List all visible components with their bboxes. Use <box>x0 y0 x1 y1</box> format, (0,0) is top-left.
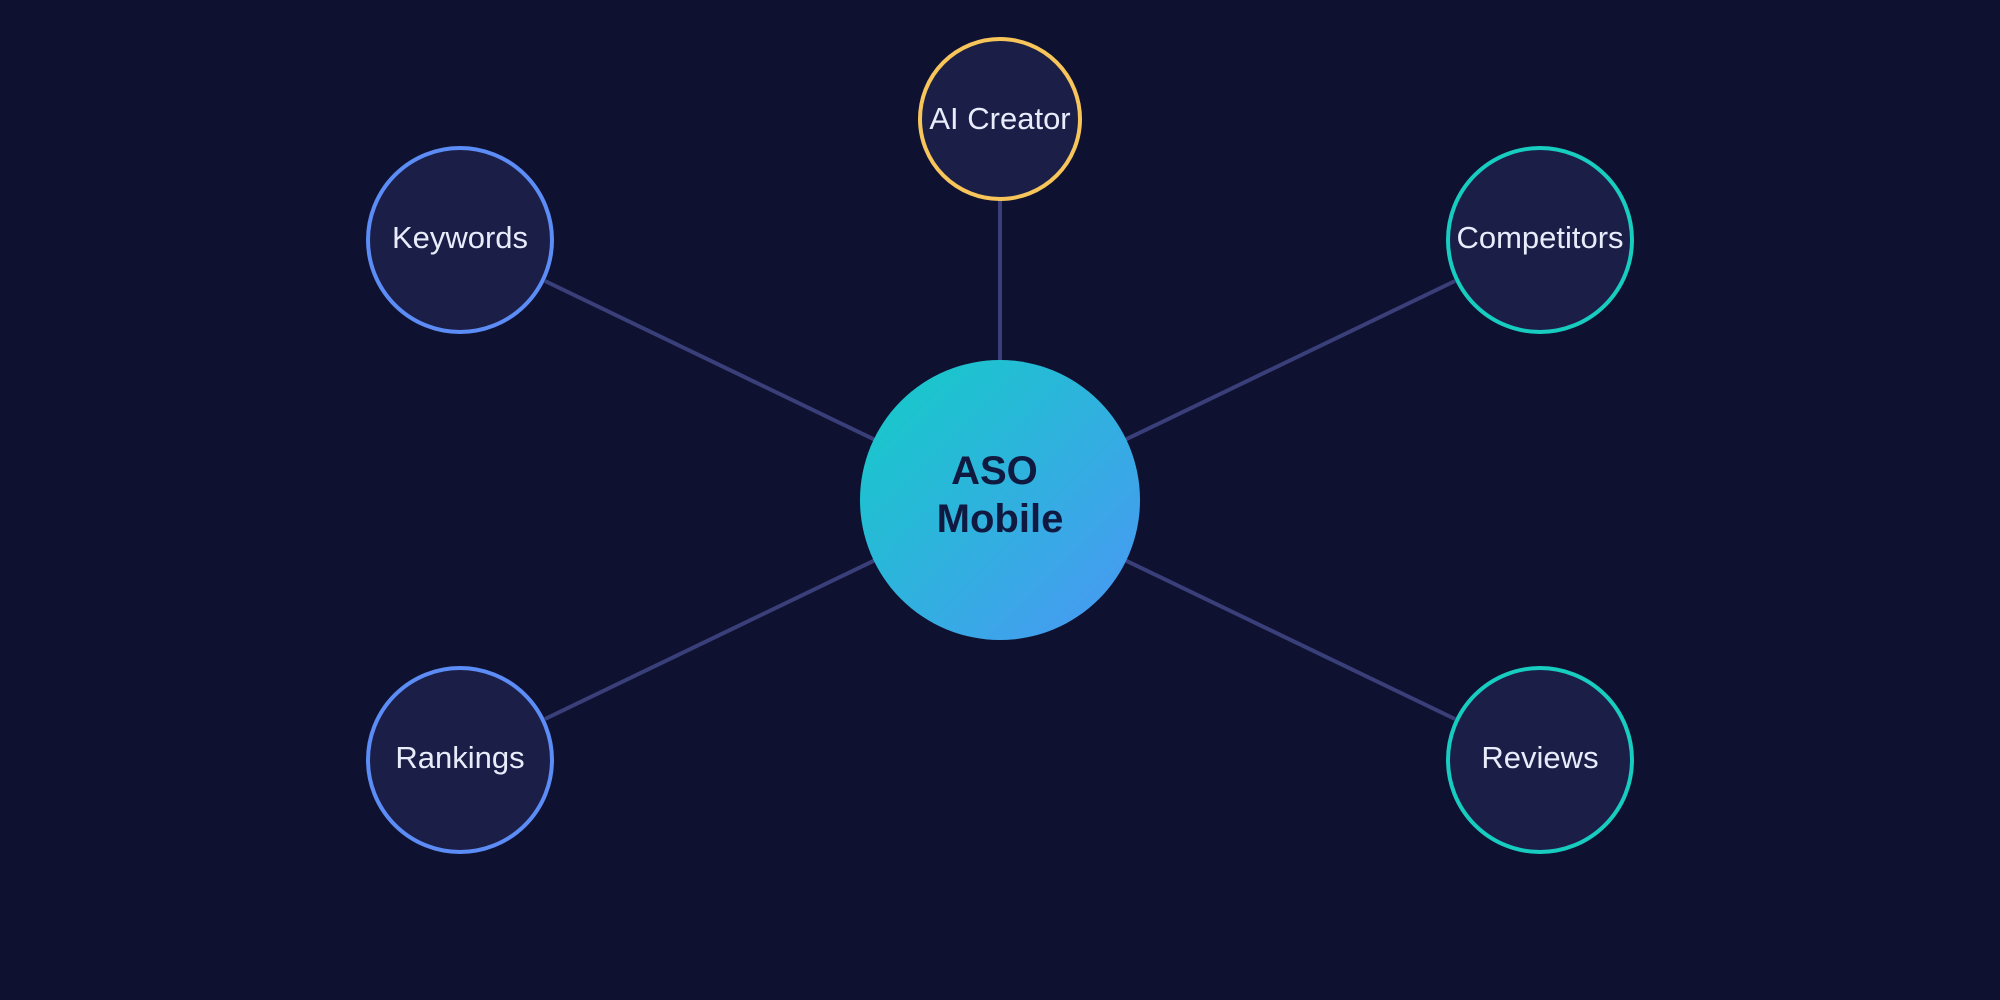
node-keywords-circle <box>366 146 554 334</box>
node-competitors-label: Competitors <box>1456 220 1623 255</box>
node-reviews-label: Reviews <box>1481 740 1598 775</box>
hub-label: ASO Mobile <box>937 449 1064 541</box>
node-rankings[interactable]: Rankings <box>366 666 554 854</box>
node-ai-creator[interactable]: AI Creator <box>918 37 1082 201</box>
node-rankings-circle <box>366 666 554 854</box>
node-reviews-circle <box>1446 666 1634 854</box>
node-competitors[interactable]: Competitors <box>1446 146 1634 334</box>
node-ai-creator-circle <box>918 37 1082 201</box>
hub-label-line-2: Mobile <box>937 497 1064 541</box>
node-rankings-label: Rankings <box>395 740 524 775</box>
hub-circle <box>860 360 1140 640</box>
node-competitors-circle <box>1446 146 1634 334</box>
hub-label-line-1: ASO <box>951 449 1038 493</box>
node-keywords-label: Keywords <box>392 220 528 255</box>
node-reviews[interactable]: Reviews <box>1446 666 1634 854</box>
node-ai-creator-label: AI Creator <box>929 101 1070 136</box>
hub-node[interactable]: ASO Mobile <box>860 360 1140 640</box>
node-keywords[interactable]: Keywords <box>366 146 554 334</box>
